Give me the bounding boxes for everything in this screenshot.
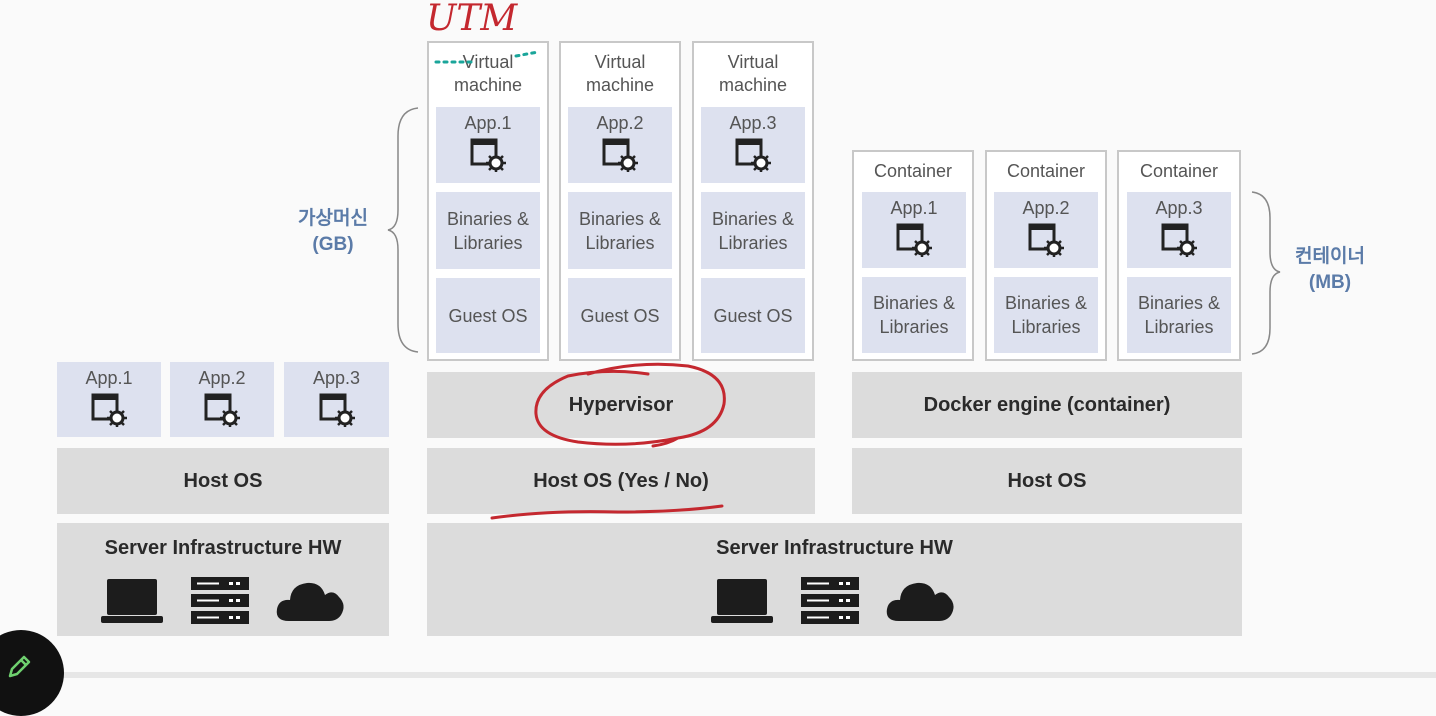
vm-brace: [387, 107, 419, 353]
container-app-3: App.3: [1127, 192, 1231, 268]
left-app-1: App.1: [57, 362, 161, 437]
container-app-2: App.2: [994, 192, 1098, 268]
vm-app-1: App.1: [436, 107, 540, 183]
app-label: App.1: [85, 368, 133, 388]
app-label: App.1: [890, 198, 938, 218]
hypervisor-bar: Hypervisor: [427, 372, 815, 438]
vm-app-2: App.2: [568, 107, 672, 183]
red-ink-underline: [490, 504, 724, 520]
container-title: Container: [1006, 160, 1086, 181]
left-app-3: App.3: [284, 362, 389, 437]
bottom-toolbar-strip: [0, 672, 1436, 678]
laptop-icon: [711, 577, 773, 625]
container-binaries: Binaries & Libraries: [1127, 277, 1231, 353]
docker-engine-bar: Docker engine (container): [852, 372, 1242, 438]
app-label: App.3: [1155, 198, 1203, 218]
app-window-gear-icon: [319, 393, 355, 427]
vm-host-os: Host OS (Yes / No): [427, 448, 815, 514]
container-title: Container: [1139, 160, 1219, 181]
left-app-2: App.2: [170, 362, 274, 437]
app-label: App.1: [464, 113, 512, 133]
vm-binaries: Binaries & Libraries: [701, 192, 805, 269]
container-side-label: 컨테이너 (MB): [1295, 246, 1365, 293]
app-label: App.3: [312, 368, 361, 388]
server-rack-icon: [191, 577, 249, 625]
app-label: App.2: [1022, 198, 1070, 218]
app-window-gear-icon: [470, 138, 506, 172]
vm-title: Virtual machine: [453, 52, 523, 95]
hw-title: Server Infrastructure HW: [104, 537, 342, 559]
vm-guest-os: Guest OS: [701, 278, 805, 353]
shared-server-hw: Server Infrastructure HW: [427, 523, 1242, 636]
teal-dotted-annotation: [434, 50, 540, 64]
container-brace: [1251, 191, 1281, 355]
pencil-icon: [8, 655, 31, 678]
pencil-tool-button[interactable]: [0, 630, 64, 716]
vm-binaries: Binaries & Libraries: [436, 192, 540, 269]
left-server-hw: Server Infrastructure HW: [57, 523, 389, 636]
vm-title: Virtual machine: [718, 52, 788, 95]
container-host-os: Host OS: [852, 448, 1242, 514]
vm-guest-os: Guest OS: [436, 278, 540, 353]
cloud-icon: [275, 577, 347, 623]
vm-binaries: Binaries & Libraries: [568, 192, 672, 269]
vm-title: Virtual machine: [585, 52, 655, 95]
app-window-gear-icon: [602, 138, 638, 172]
container-binaries: Binaries & Libraries: [862, 277, 966, 353]
app-label: App.3: [729, 113, 777, 133]
app-window-gear-icon: [1161, 223, 1197, 257]
container-title: Container: [873, 160, 953, 181]
container-binaries: Binaries & Libraries: [994, 277, 1098, 353]
cloud-icon: [885, 577, 957, 623]
server-rack-icon: [801, 577, 859, 625]
app-label: App.2: [596, 113, 644, 133]
handwritten-utm: UTM: [426, 0, 518, 39]
vm-app-3: App.3: [701, 107, 805, 183]
app-window-gear-icon: [204, 393, 240, 427]
app-label: App.2: [198, 368, 246, 388]
laptop-icon: [101, 577, 163, 625]
container-app-1: App.1: [862, 192, 966, 268]
vm-guest-os: Guest OS: [568, 278, 672, 353]
app-window-gear-icon: [1028, 223, 1064, 257]
red-ink-circle: [534, 362, 726, 448]
app-window-gear-icon: [735, 138, 771, 172]
left-host-os: Host OS: [57, 448, 389, 514]
hw-title: Server Infrastructure HW: [716, 537, 953, 559]
app-window-gear-icon: [896, 223, 932, 257]
app-window-gear-icon: [91, 393, 127, 427]
vm-side-label: 가상머신 (GB): [298, 208, 368, 255]
